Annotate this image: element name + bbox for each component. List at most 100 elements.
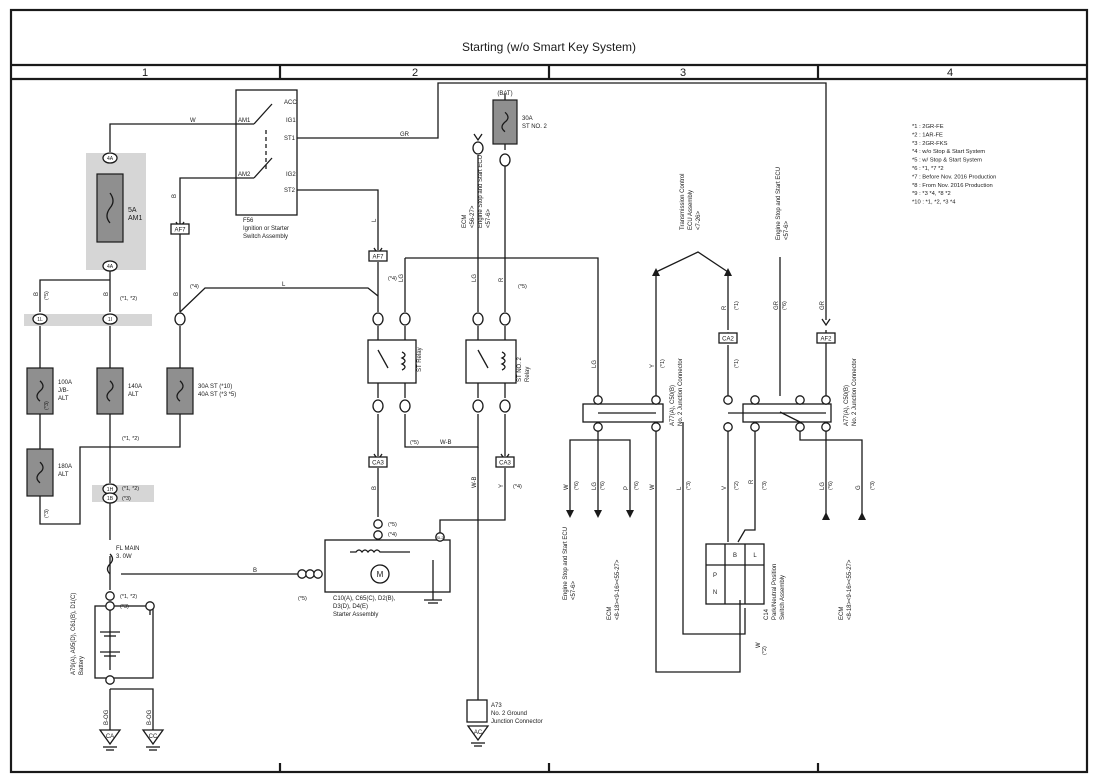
c14-label: Park/Neutral Position <box>772 564 778 620</box>
pin-terminal <box>750 422 760 432</box>
connector-label: 1I <box>108 317 112 323</box>
connector-terminals <box>32 141 836 685</box>
wire-color-label: Y <box>499 484 505 488</box>
wire-color-label: R <box>749 479 755 484</box>
note-label: (*1, *2) <box>122 436 139 442</box>
connector-ca3-label: CA3 <box>499 461 511 467</box>
pin-terminal <box>305 569 315 579</box>
ground-symbol <box>466 725 490 742</box>
alt-100a-fuse-element <box>36 380 44 402</box>
st-no2-fuse-element <box>501 111 509 133</box>
connector-4a <box>102 152 118 164</box>
pin-terminal <box>105 601 115 611</box>
arrowhead <box>626 510 634 518</box>
wire <box>826 439 863 520</box>
ss-ecu-label: Engine Stop and Start ECU <box>776 167 782 240</box>
wire <box>447 414 479 448</box>
alt-140a-fuse-element <box>106 380 114 402</box>
wire-color-label: W <box>190 118 196 124</box>
ss-ecu-label: <57-6> <box>784 220 790 240</box>
pin-terminal <box>795 422 805 432</box>
wire-color-label: LG <box>399 274 405 282</box>
arrow <box>473 133 483 142</box>
legend: *1 : 2GR-FE*2 : 1AR-FE*3 : 2GR-FKS*4 : w… <box>912 124 996 206</box>
note-label: (*1, *2) <box>122 486 139 492</box>
c14-label: C14 <box>764 608 770 620</box>
note-label: (*3) <box>120 604 129 610</box>
switch-pin-label: ACC <box>284 100 297 106</box>
junction-right-label: A77(A), C50(B) <box>844 385 850 426</box>
fl-main-label: FL MAIN <box>116 546 139 552</box>
am1-label: 5A <box>128 207 137 214</box>
wire-color-label: L <box>372 218 378 222</box>
inline-connector <box>472 399 484 413</box>
wire <box>179 287 379 313</box>
note-label: (*5) <box>518 284 527 290</box>
connector-af7-label: AF7 <box>372 255 384 261</box>
fusible-link <box>106 553 114 575</box>
junction-left-label: A77(A), C50(B) <box>670 385 676 426</box>
note-label: (*6) <box>782 301 788 310</box>
note-label: (*3) <box>44 401 50 410</box>
switch-pin-label: AM2 <box>238 172 251 178</box>
pin-terminal <box>593 395 603 405</box>
am1-label: AM1 <box>128 215 143 222</box>
wire-color-label: W <box>756 642 762 648</box>
switch-pin-label: IG1 <box>286 118 296 124</box>
pin-terminal <box>313 569 323 579</box>
wire-color-label: B <box>253 568 257 574</box>
wire <box>39 414 181 525</box>
f56-label: Ignition or Starter <box>243 226 289 232</box>
a73-label: A73 <box>491 703 502 709</box>
wire <box>110 688 154 730</box>
wire-color-label: GR <box>820 300 826 310</box>
wire-color-label: GR <box>400 132 410 138</box>
f140-label: 140A <box>128 384 142 390</box>
alt-180a-fuse <box>26 448 54 497</box>
note-label: (*1) <box>734 301 740 310</box>
connector-label: 4A <box>107 156 114 162</box>
connector-af7-label: AF7 <box>174 228 186 234</box>
switch-lever <box>253 103 273 125</box>
starter-box <box>324 539 451 593</box>
ecm-label: Engine Stop and Start ECU <box>478 155 484 228</box>
pin-terminal <box>651 422 661 432</box>
ground-label: CC <box>149 734 158 740</box>
note-label: (*3) <box>762 481 768 490</box>
c14-label: Switch Assembly <box>780 575 786 620</box>
wire-color-label: B <box>104 292 110 296</box>
legend-entry: *10 : *1, *2, *3 *4 <box>912 200 956 206</box>
legend-entry: *3 : 2GR-FKS <box>912 141 948 147</box>
connector-label: SL2 <box>436 535 444 540</box>
pn-cell: L <box>753 553 757 559</box>
legend-entry: *2 : 1AR-FE <box>912 132 943 138</box>
wire <box>569 422 599 510</box>
connector-ca2-label: CA2 <box>722 337 734 343</box>
wire <box>779 411 801 423</box>
a73-label: No. 2 Ground <box>491 711 527 717</box>
battery-box <box>94 605 154 679</box>
relay-coil <box>500 351 506 371</box>
wire-color-label: B <box>34 292 40 296</box>
starter-label: C10(A), C65(C), D2(B), <box>333 596 396 602</box>
wire-color-label: W-B <box>472 476 478 488</box>
ground-symbol <box>98 729 122 746</box>
f30-label: 40A ST (*3 *5) <box>198 392 236 398</box>
f100-label: 100A <box>58 380 72 386</box>
wire-color-label: Y <box>650 364 656 368</box>
pin-terminal <box>795 395 805 405</box>
wire <box>404 414 447 448</box>
pn-switch-box <box>705 543 765 605</box>
starter-label: Starter Assembly <box>333 612 378 618</box>
column-number: 1 <box>142 67 148 79</box>
wire <box>655 251 729 273</box>
battery-label: Battery <box>79 656 85 675</box>
st-fuse-label: 30A <box>522 116 533 122</box>
arrow <box>821 318 831 327</box>
relay-coil <box>400 351 406 371</box>
st-no2-relay-box <box>465 339 517 384</box>
legend-entry: *7 : Before Nov. 2016 Production <box>912 174 996 180</box>
note-label: (*4) <box>190 284 199 290</box>
junction-bar-left <box>582 403 664 423</box>
